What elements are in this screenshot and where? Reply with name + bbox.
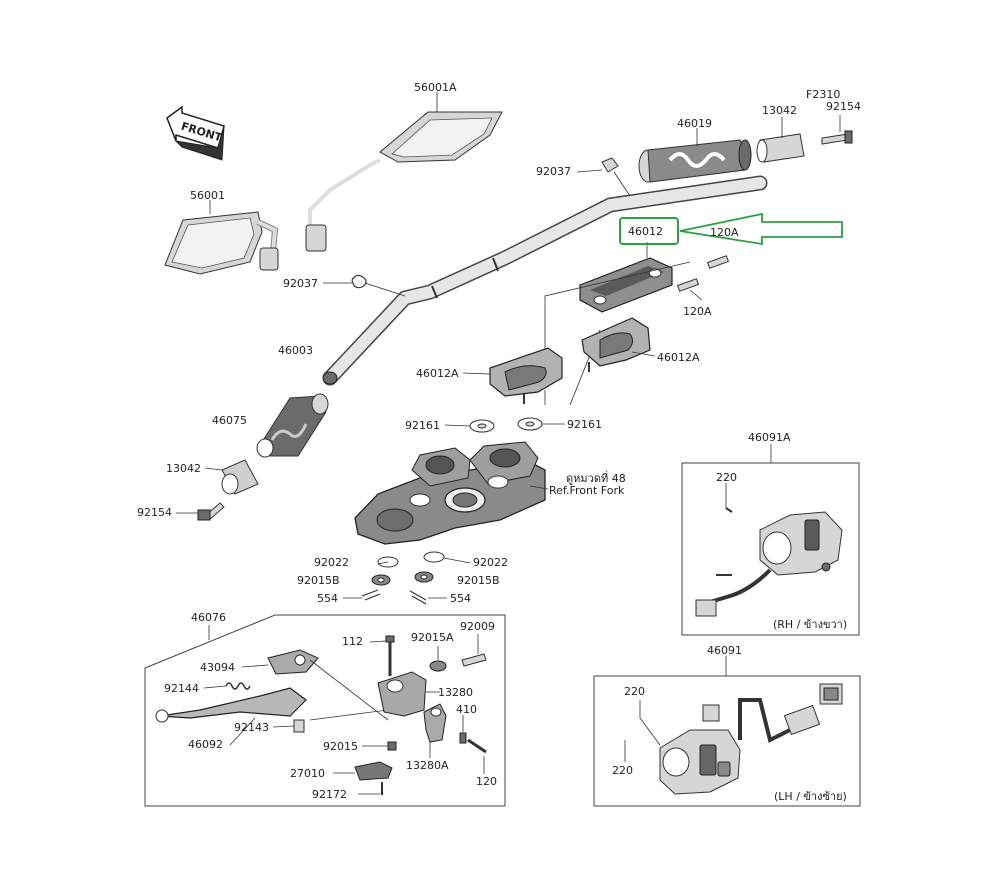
callout-410: 410: [456, 703, 477, 716]
callout-120A-top: 120A: [710, 226, 739, 239]
callout-92037-left: 92037: [283, 277, 318, 290]
bar-end-left: [204, 459, 259, 495]
callout-120: 120: [476, 775, 497, 788]
mirror-left: [164, 200, 279, 275]
callout-220-rh: 220: [716, 471, 737, 484]
triple-clamp: [354, 441, 549, 545]
callout-56001A: 56001A: [414, 81, 457, 94]
front-arrow: FRONT: [166, 105, 225, 161]
callout-46012: 46012: [628, 225, 663, 238]
callout-92154-top: 92154: [826, 100, 861, 113]
callout-46012A-right: 46012A: [657, 351, 700, 364]
callout-F2310: F2310: [806, 88, 840, 101]
callout-92172: 92172: [312, 788, 347, 801]
callout-554-left: 554: [317, 592, 338, 605]
holder-lower-right: [581, 317, 656, 372]
callout-46012A-left: 46012A: [416, 367, 459, 380]
callout-46092: 46092: [188, 738, 223, 751]
callout-92143: 92143: [234, 721, 269, 734]
rh-label: (RH / ข้างขวา): [773, 618, 847, 631]
switch-lh-box: [593, 656, 861, 807]
callout-92154-left: 92154: [137, 506, 172, 519]
callout-92022-left: 92022: [314, 556, 349, 569]
callout-46019: 46019: [677, 117, 712, 130]
callout-92015A: 92015A: [411, 631, 454, 644]
callout-92037-top: 92037: [536, 165, 571, 178]
callout-220-lh-a: 220: [624, 685, 645, 698]
callout-13042-left: 13042: [166, 462, 201, 475]
callout-92161-left: 92161: [405, 419, 440, 432]
callout-112: 112: [342, 635, 363, 648]
callout-13280A: 13280A: [406, 759, 449, 772]
callout-92015B-right: 92015B: [457, 574, 500, 587]
callout-56001: 56001: [190, 189, 225, 202]
clutch-lever-box: [144, 614, 506, 807]
callout-92022-right: 92022: [473, 556, 508, 569]
clip-92037-top: [576, 157, 631, 197]
ref-front-fork: Ref.Front Fork: [549, 484, 625, 497]
callout-46075: 46075: [212, 414, 247, 427]
callout-46003: 46003: [278, 344, 313, 357]
bolt-92154-left: [176, 502, 225, 521]
callout-92161-right: 92161: [567, 418, 602, 431]
highlight-46012: [619, 212, 843, 246]
mirror-right: [305, 92, 503, 252]
holder-lower-left: [462, 347, 563, 404]
callout-13280: 13280: [438, 686, 473, 699]
grip-right: [638, 115, 853, 183]
lh-label: (LH / ข้างซ้าย): [774, 790, 847, 803]
washers-92161: [444, 417, 565, 433]
callout-92015B-left: 92015B: [297, 574, 340, 587]
callout-92015: 92015: [323, 740, 358, 753]
ref-front-fork-th: ดูหมวดที่ 48: [566, 470, 626, 485]
callout-220-lh-b: 220: [612, 764, 633, 777]
highlight-box: [619, 217, 679, 245]
cotter-pins-554: [343, 589, 447, 605]
switch-rh-box: [681, 444, 860, 636]
holder-upper-46012: [579, 242, 730, 313]
callout-46091A: 46091A: [748, 431, 791, 444]
callout-554-right: 554: [450, 592, 471, 605]
highlight-arrow: [679, 212, 843, 246]
callouts: 56001A 56001 F2310 13042 92154 46019 920…: [137, 81, 861, 803]
callout-92009: 92009: [460, 620, 495, 633]
handlebar: [322, 175, 768, 386]
callout-92144: 92144: [164, 682, 199, 695]
nuts-92015B: [371, 571, 434, 586]
callout-27010: 27010: [290, 767, 325, 780]
callout-46076: 46076: [191, 611, 226, 624]
washers-92022: [377, 551, 471, 568]
callout-43094: 43094: [200, 661, 235, 674]
callout-13042-top: 13042: [762, 104, 797, 117]
callout-46091: 46091: [707, 644, 742, 657]
grip-left: [256, 393, 329, 458]
clip-92037-left: [323, 274, 406, 297]
callout-120A-mid: 120A: [683, 305, 712, 318]
